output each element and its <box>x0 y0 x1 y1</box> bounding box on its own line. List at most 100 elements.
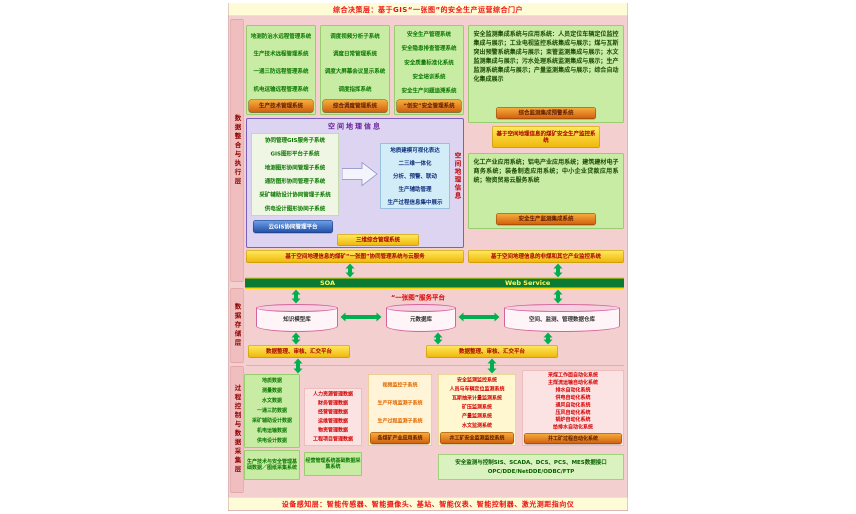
list-item: 瓦斯抽采计量监测系统 <box>452 395 502 402</box>
list-item: 地测防治水远程管理系统 <box>250 32 312 40</box>
list-item: 生产环境监测子系统 <box>377 400 423 406</box>
list-item: 一通三防远程管理系统 <box>253 68 309 75</box>
list-item: 安全隐患排查管理系统 <box>401 45 457 52</box>
list-item: GIS图形平台子系统 <box>270 150 320 158</box>
list-item: 排水自动化系统 <box>555 387 591 393</box>
list-item: 二三维一体化 <box>398 160 432 167</box>
list-item: 测量数据 <box>262 387 282 394</box>
industry-apps-box: 化工产业应用系统；铝电产业应用系统；建筑建材电子商务系统；装备制造应用系统；中小… <box>468 153 624 229</box>
list-item: 调度视频分析子系统 <box>330 32 380 40</box>
list-item: 供电设计图形协同子系统 <box>264 205 326 212</box>
list-item: 生产辅助管理 <box>398 186 432 193</box>
list-item: 压风自动化系统 <box>555 409 591 416</box>
list-item: 物资管理数据 <box>318 427 348 433</box>
three-d-mgmt-button: 三维综合管理系统 <box>337 234 419 246</box>
production-data-collect-box: 生产技术与安全管理基础数据／图纸采集系统 <box>244 450 300 480</box>
coal-safety-monitor-bar: 基于空间地理信息的煤矿安全生产监控系统 <box>492 126 600 148</box>
cylinder-body <box>256 308 338 332</box>
list-item: 调度指挥系统 <box>338 85 372 93</box>
cylinder-top <box>504 304 620 312</box>
safety-monitor-integration-box: 安全监测集成系统与应用系统：人员定位车辆定位监控集成与展示；工业电视监控系统集成… <box>468 25 624 123</box>
double-arrow-icon <box>345 263 355 278</box>
list-item: 生产过程监测子系统 <box>377 418 423 425</box>
double-arrow-icon <box>553 289 563 304</box>
double-arrow-icon <box>293 358 303 374</box>
list-item: 人员与车辆定位监测系统 <box>449 386 505 392</box>
soa-bar: SOA Web Service <box>245 277 624 289</box>
list-item: 机电运输数据 <box>257 427 287 434</box>
list-item: 供电自动化系统 <box>555 394 591 401</box>
cylinder-top <box>386 304 456 312</box>
list-item: 调度日常管理系统 <box>333 50 377 58</box>
list-item: 视频监控子系统 <box>382 382 418 388</box>
layer-label-integration: 数据整合与执行层 <box>230 19 244 282</box>
monitor-warning-button: 综合监测集成预警系统 <box>496 107 596 119</box>
interface-line-1: 安全监测与控制SIS、SCADA、DCS、PCS、MES数据接口 <box>455 459 607 466</box>
interface-bar: 安全监测与控制SIS、SCADA、DCS、PCS、MES数据接口 OPC/DDE… <box>438 454 624 480</box>
list-item: 运维管理数据 <box>318 418 348 424</box>
double-arrow-icon <box>291 289 301 304</box>
noncoal-monitor-bar: 基于空间地理信息的非煤和其它产业监控系统 <box>468 250 624 263</box>
list-item: 通防图形协同管理子系统 <box>264 178 326 185</box>
data-platform-bar-1: 数据整理、审核、汇交平台 <box>248 345 350 358</box>
industry-monitor-button: 安全生产监测集成系统 <box>496 213 596 225</box>
interface-line-2: OPC/DDE/NetDDE/ODBC/FTP <box>487 468 575 475</box>
cylinder-label: 知识模型库 <box>283 316 311 323</box>
safety-monitoring-box: 安全监测监控系统人员与车辆定位监测系统瓦斯抽采计量监测系统矿压监测系统产量监测系… <box>438 374 516 446</box>
industry-app-button: 各煤矿产业应用系统 <box>370 432 430 444</box>
onemap-platform-label: “一张图”服务平台 <box>390 294 446 302</box>
list-item: 安全生产问题追溯系统 <box>401 87 457 94</box>
double-arrow-icon <box>340 312 382 322</box>
top-banner: 综合决策层：基于GIS“一张图”的安全生产运营综合门户 <box>228 3 628 16</box>
list-item: 工程项目管理数据 <box>313 436 353 442</box>
safety-mgmt-box: 安全生产管理系统安全隐患排查管理系统安全质量标准化系统安全培训系统安全生产问题追… <box>394 25 464 115</box>
list-item: 分析、预警、联动 <box>393 173 437 180</box>
video-monitor-box: 视频监控子系统生产环境监测子系统生产过程监测子系统 各煤矿产业应用系统 <box>368 374 432 446</box>
automation-list: 采煤工作面自动化系统主煤流运输自动化系统排水自动化系统供电自动化系统通风自动化系… <box>524 372 622 432</box>
safety-monitor-text: 安全监测集成系统与应用系统：人员定位车辆定位监控集成与展示；工业电视监控系统集成… <box>473 30 619 83</box>
gis-block-arrow-icon <box>341 160 378 188</box>
list-item: 安全质量标准化系统 <box>404 59 454 66</box>
list-item: 主煤流运输自动化系统 <box>548 380 598 386</box>
cylinder-label: 空间、监测、管理数据仓库 <box>529 316 595 323</box>
safety-mgmt-button: “创安”安全管理系统 <box>396 99 462 113</box>
gis-section: 空间地理信息 协同管理GIS服务子系统 GIS图形平台子系统地测图形协同管理子系统… <box>246 118 464 248</box>
mgmt-data-list: 人力资源管理数据财务管理数据经营管理数据运维管理数据物资管理数据工程项目管理数据 <box>306 390 360 444</box>
webservice-label: Web Service <box>505 279 551 288</box>
list-item: 生产技术远程管理系统 <box>253 50 309 58</box>
list-item: 地测图形协同管理子系统 <box>264 164 326 171</box>
data-platform-bar-2: 数据整理、审核、汇交平台 <box>426 345 558 358</box>
layer-label-control: 过程控制与数据采集层 <box>230 366 244 493</box>
list-item: 财务管理数据 <box>318 400 348 406</box>
list-item: 供电设计数据 <box>257 437 287 444</box>
industry-apps-text: 化工产业应用系统；铝电产业应用系统；建筑建材电子商务系统；装备制造应用系统；中小… <box>473 158 619 184</box>
cylinder-body <box>504 308 620 332</box>
double-arrow-icon <box>433 332 443 345</box>
list-item: 安全监测监控系统 <box>457 377 497 383</box>
onemap-coal-bar: 基于空间地理信息的煤矿“一张图”协同管理系统与云服务 <box>246 250 464 263</box>
automation-box: 采煤工作面自动化系统主煤流运输自动化系统排水自动化系统供电自动化系统通风自动化系… <box>522 370 624 446</box>
geology-data-list: 地质数据测量数据水文数据一通三防数据采矿辅助设计数据机电运输数据供电设计数据 <box>246 376 298 446</box>
underground-safety-button: 井工矿安全监测监控系统 <box>440 432 514 444</box>
list-item: 机电运输远程管理系统 <box>253 85 309 93</box>
geology-data-box: 地质数据测量数据水文数据一通三防数据采矿辅助设计数据机电运输数据供电设计数据 <box>244 374 300 448</box>
gis-title: 空间地理信息 <box>328 122 382 131</box>
soa-label: SOA <box>320 279 336 288</box>
list-item: 矿压监测系统 <box>462 404 492 411</box>
automation-button: 井工矿过程自动化系统 <box>524 433 622 444</box>
list-item: 调度大屏幕会议显示系统 <box>324 68 386 75</box>
list-item: 锅炉自动化系统 <box>555 417 591 423</box>
cloud-gis-button: 云GIS协同管理平台 <box>253 220 333 233</box>
double-arrow-icon <box>458 312 500 322</box>
safety-monitoring-list: 安全监测监控系统人员与车辆定位监测系统瓦斯抽采计量监测系统矿压监测系统产量监测系… <box>440 376 514 431</box>
list-item: 一通三防数据 <box>257 407 287 414</box>
mgmt-data-box: 人力资源管理数据财务管理数据经营管理数据运维管理数据物资管理数据工程项目管理数据 <box>304 388 362 446</box>
list-item: 地质建模可视化表达 <box>390 147 440 154</box>
double-arrow-icon <box>487 358 497 374</box>
list-item: 协同管理GIS服务子系统 <box>264 137 326 144</box>
gis-capability-list: 地质建模可视化表达二三维一体化分析、预警、联动生产辅助管理生产过程信息集中展示 <box>380 143 450 209</box>
cylinder-metadata-db: 元数据库 <box>386 304 456 332</box>
list-item: 采矿辅助设计协同管理子系统 <box>259 191 331 199</box>
list-item: 人力资源管理数据 <box>313 391 353 397</box>
video-monitor-list: 视频监控子系统生产环境监测子系统生产过程监测子系统 <box>370 376 430 431</box>
